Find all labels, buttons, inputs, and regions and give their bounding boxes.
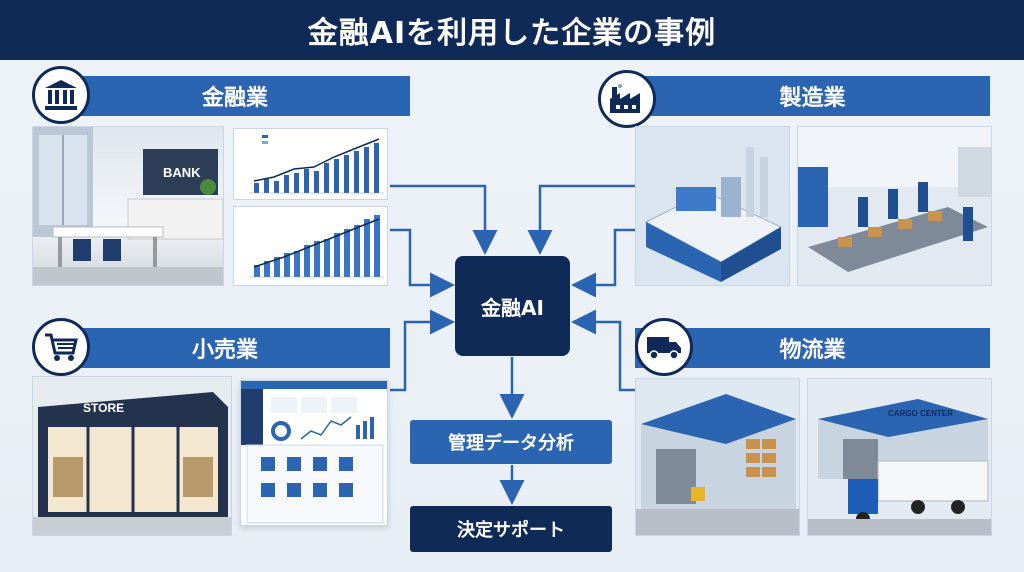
arrow-finance-top — [390, 184, 498, 255]
section-label-manufacturing: 製造業 — [779, 86, 846, 111]
page-title: 金融AIを利用した企業の事例 — [0, 0, 1024, 60]
management-data-analysis-label: 管理データ分析 — [448, 433, 574, 454]
arrow-manufacturing-top — [527, 184, 635, 255]
page-title-text: 金融AIを利用した企業の事例 — [307, 16, 717, 51]
warehouse-photo — [635, 378, 800, 536]
bank-office-photo: BANK — [32, 126, 224, 286]
decision-support-box: 決定サポート — [410, 506, 612, 552]
section-label-logistics: 物流業 — [779, 338, 846, 363]
arrow-manufacturing-bottom — [571, 228, 635, 298]
bank-sign: BANK — [163, 165, 201, 180]
section-header-logistics: 物流業 — [635, 328, 990, 368]
store-photo: STORE — [32, 376, 232, 536]
section-label-finance: 金融業 — [201, 86, 268, 111]
section-label-retail: 小売業 — [191, 338, 258, 363]
factory-line-photo — [797, 126, 992, 286]
arrow-logistics — [571, 309, 635, 392]
arrow-finance-bottom — [390, 228, 455, 298]
retail-dashboard — [240, 380, 388, 526]
decision-support-label: 決定サポート — [457, 520, 565, 541]
factory-photo — [635, 126, 790, 286]
section-header-manufacturing: 製造業 — [635, 76, 990, 116]
cargo-center-photo: CARGO CENTER — [807, 378, 992, 536]
section-header-retail: 小売業 — [60, 328, 390, 368]
finance-ai-label: 金融AI — [481, 295, 544, 320]
section-header-finance: 金融業 — [60, 76, 410, 116]
bank-icon — [32, 66, 90, 124]
finance-ai-box: 金融AI — [455, 256, 570, 356]
store-sign: STORE — [83, 401, 125, 415]
management-data-analysis-box: 管理データ分析 — [410, 420, 612, 464]
cargo-center-sign: CARGO CENTER — [888, 409, 953, 418]
finance-chart-1 — [233, 128, 388, 200]
arrow-retail — [390, 309, 455, 392]
truck-icon — [635, 318, 693, 376]
cart-icon — [32, 318, 90, 376]
factory-icon — [598, 70, 656, 128]
finance-chart-2 — [233, 206, 388, 286]
